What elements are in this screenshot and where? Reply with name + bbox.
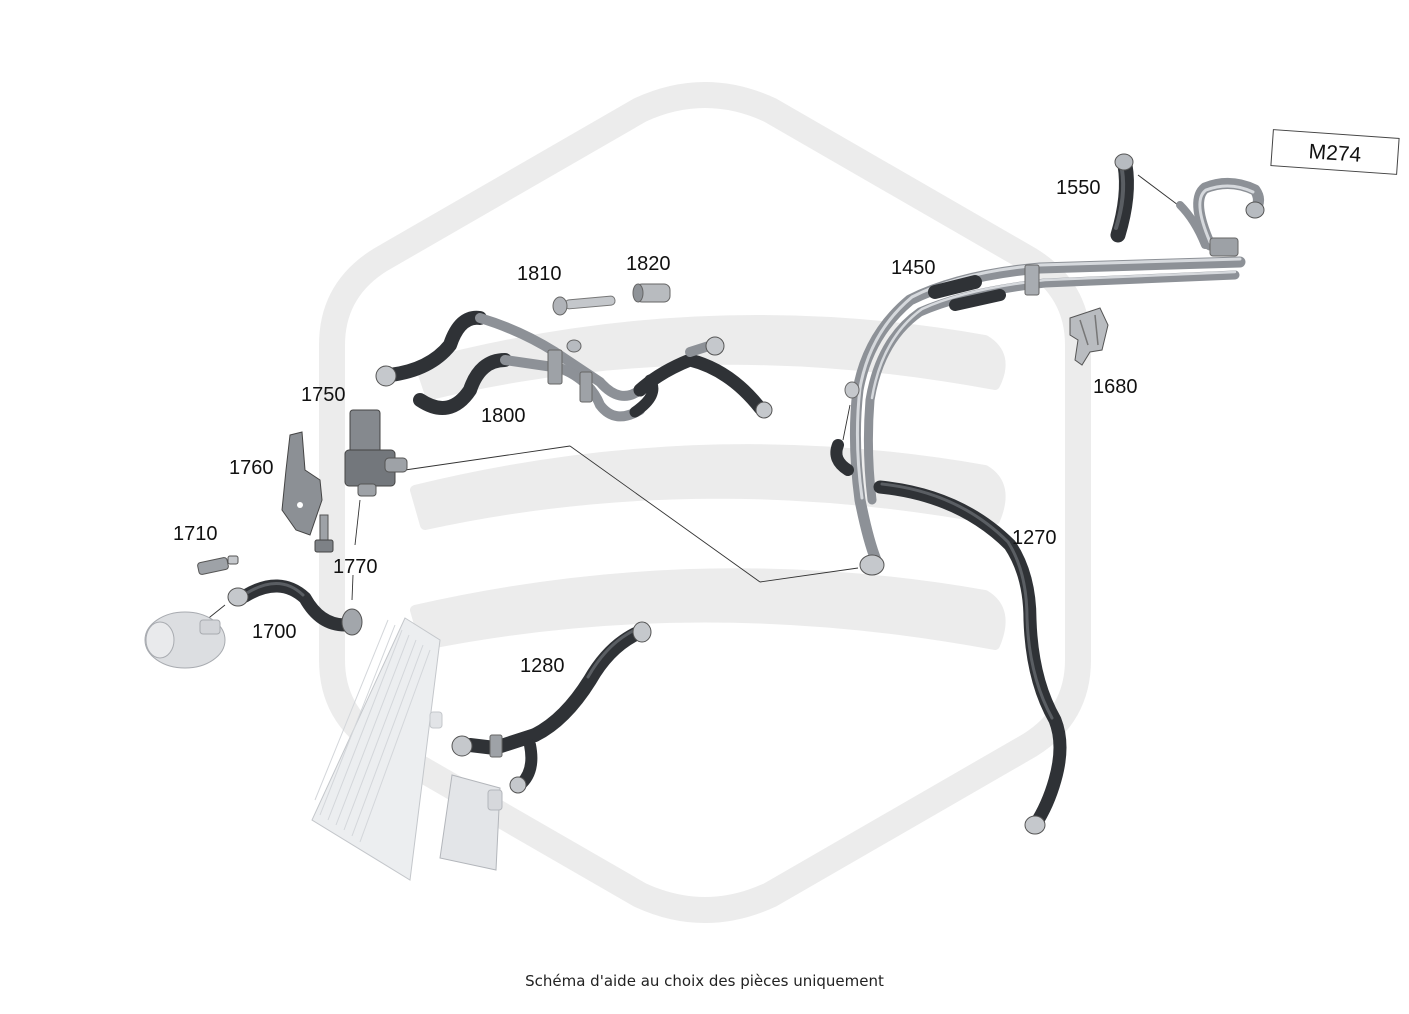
auxiliary-cooler bbox=[439, 774, 503, 871]
part-1700-hose[interactable] bbox=[227, 579, 363, 636]
label-1710: 1710 bbox=[173, 523, 218, 545]
part-1810-bolt[interactable] bbox=[552, 295, 616, 316]
label-1750: 1750 bbox=[301, 384, 346, 406]
part-1750-valve[interactable] bbox=[344, 409, 408, 497]
engine-code-label: M274 bbox=[1308, 140, 1362, 167]
part-1680-bracket[interactable] bbox=[1069, 307, 1109, 366]
label-1680: 1680 bbox=[1093, 376, 1138, 398]
part-1270-hose[interactable] bbox=[873, 480, 1067, 835]
label-1820: 1820 bbox=[626, 253, 671, 275]
label-1810: 1810 bbox=[517, 263, 562, 285]
part-labels: 1550 1450 1680 1270 1810 1820 1800 1750 … bbox=[173, 177, 1138, 677]
footer-note: Schéma d'aide au choix des pièces unique… bbox=[525, 972, 884, 990]
label-1770: 1770 bbox=[333, 556, 378, 578]
label-1550: 1550 bbox=[1056, 177, 1101, 199]
part-1760-bracket[interactable] bbox=[281, 431, 323, 536]
part-1550-hose[interactable] bbox=[1110, 153, 1134, 243]
radiator bbox=[311, 617, 443, 881]
part-1710-sensor[interactable] bbox=[197, 555, 239, 575]
part-1450-pipe-assembly[interactable] bbox=[830, 178, 1265, 576]
water-pump bbox=[144, 611, 226, 669]
label-1760: 1760 bbox=[229, 457, 274, 479]
label-1450: 1450 bbox=[891, 257, 936, 279]
label-1280: 1280 bbox=[520, 655, 565, 677]
engine-code-box: M274 bbox=[1270, 129, 1400, 175]
part-1770-screw[interactable] bbox=[314, 514, 334, 553]
label-1700: 1700 bbox=[252, 621, 297, 643]
label-1800: 1800 bbox=[481, 405, 526, 427]
part-1280-hose[interactable] bbox=[451, 621, 652, 794]
label-1270: 1270 bbox=[1012, 527, 1057, 549]
part-1820-sleeve[interactable] bbox=[632, 283, 671, 303]
watermark-logo bbox=[319, 82, 1091, 923]
part-1800-hose-assembly[interactable] bbox=[375, 310, 773, 422]
